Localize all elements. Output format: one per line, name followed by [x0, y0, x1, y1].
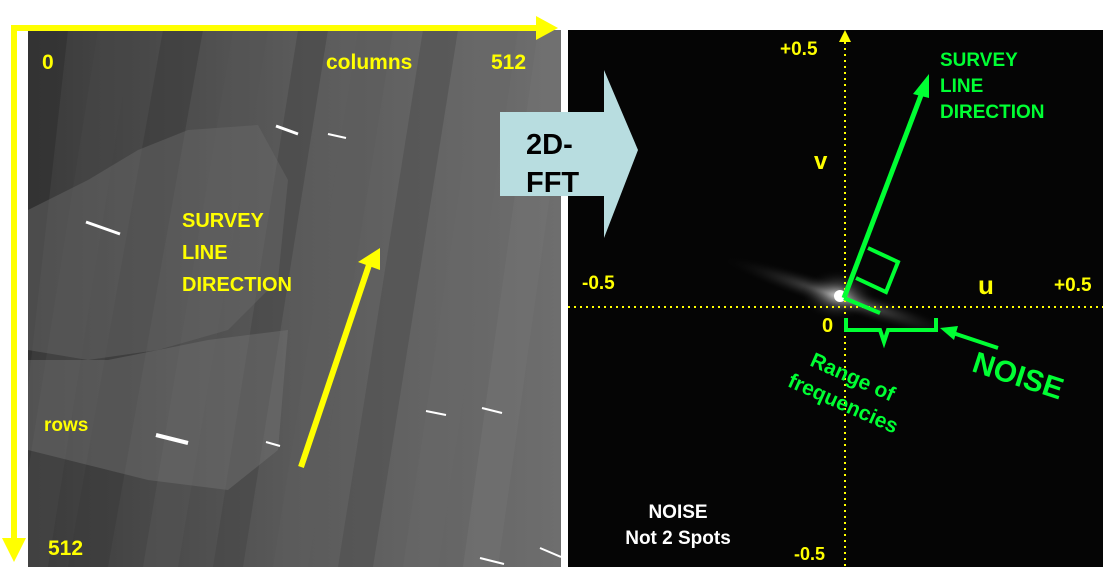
- survey-direction-arrow: [298, 261, 373, 468]
- fft-survey-direction-arrow: [841, 89, 926, 299]
- v-max-label: +0.5: [780, 39, 818, 60]
- fft-spectrum-panel: +0.5 v -0.5 u +0.5 0 -0.5 SURVEY LINE DI…: [568, 30, 1103, 567]
- fft-transform-label: 2D- FFT: [526, 129, 580, 199]
- fft-spectrum-plot: [568, 30, 1103, 567]
- origin-zero-label: 0: [822, 315, 834, 337]
- survey-line-label: SURVEY LINE DIRECTION: [182, 210, 292, 296]
- origin-label: 0: [42, 51, 54, 74]
- columns-label: columns: [326, 51, 413, 74]
- u-max-label: +0.5: [1054, 275, 1092, 296]
- columns-max-label: 512: [491, 51, 527, 74]
- v-axis-label: v: [814, 148, 828, 175]
- fft-survey-line-label: SURVEY LINE DIRECTION: [940, 50, 1045, 123]
- v-min-label: -0.5: [794, 544, 826, 564]
- sonar-image-panel: 0 columns 512 rows 512 SURVEY LINE DIREC…: [28, 30, 561, 567]
- rows-label: rows: [44, 415, 89, 436]
- sonar-texture: [28, 30, 561, 567]
- rows-max-label: 512: [48, 537, 84, 560]
- u-min-label: -0.5: [582, 273, 615, 294]
- u-axis-label: u: [978, 270, 994, 300]
- noise-note: NOISE Not 2 Spots: [625, 502, 731, 549]
